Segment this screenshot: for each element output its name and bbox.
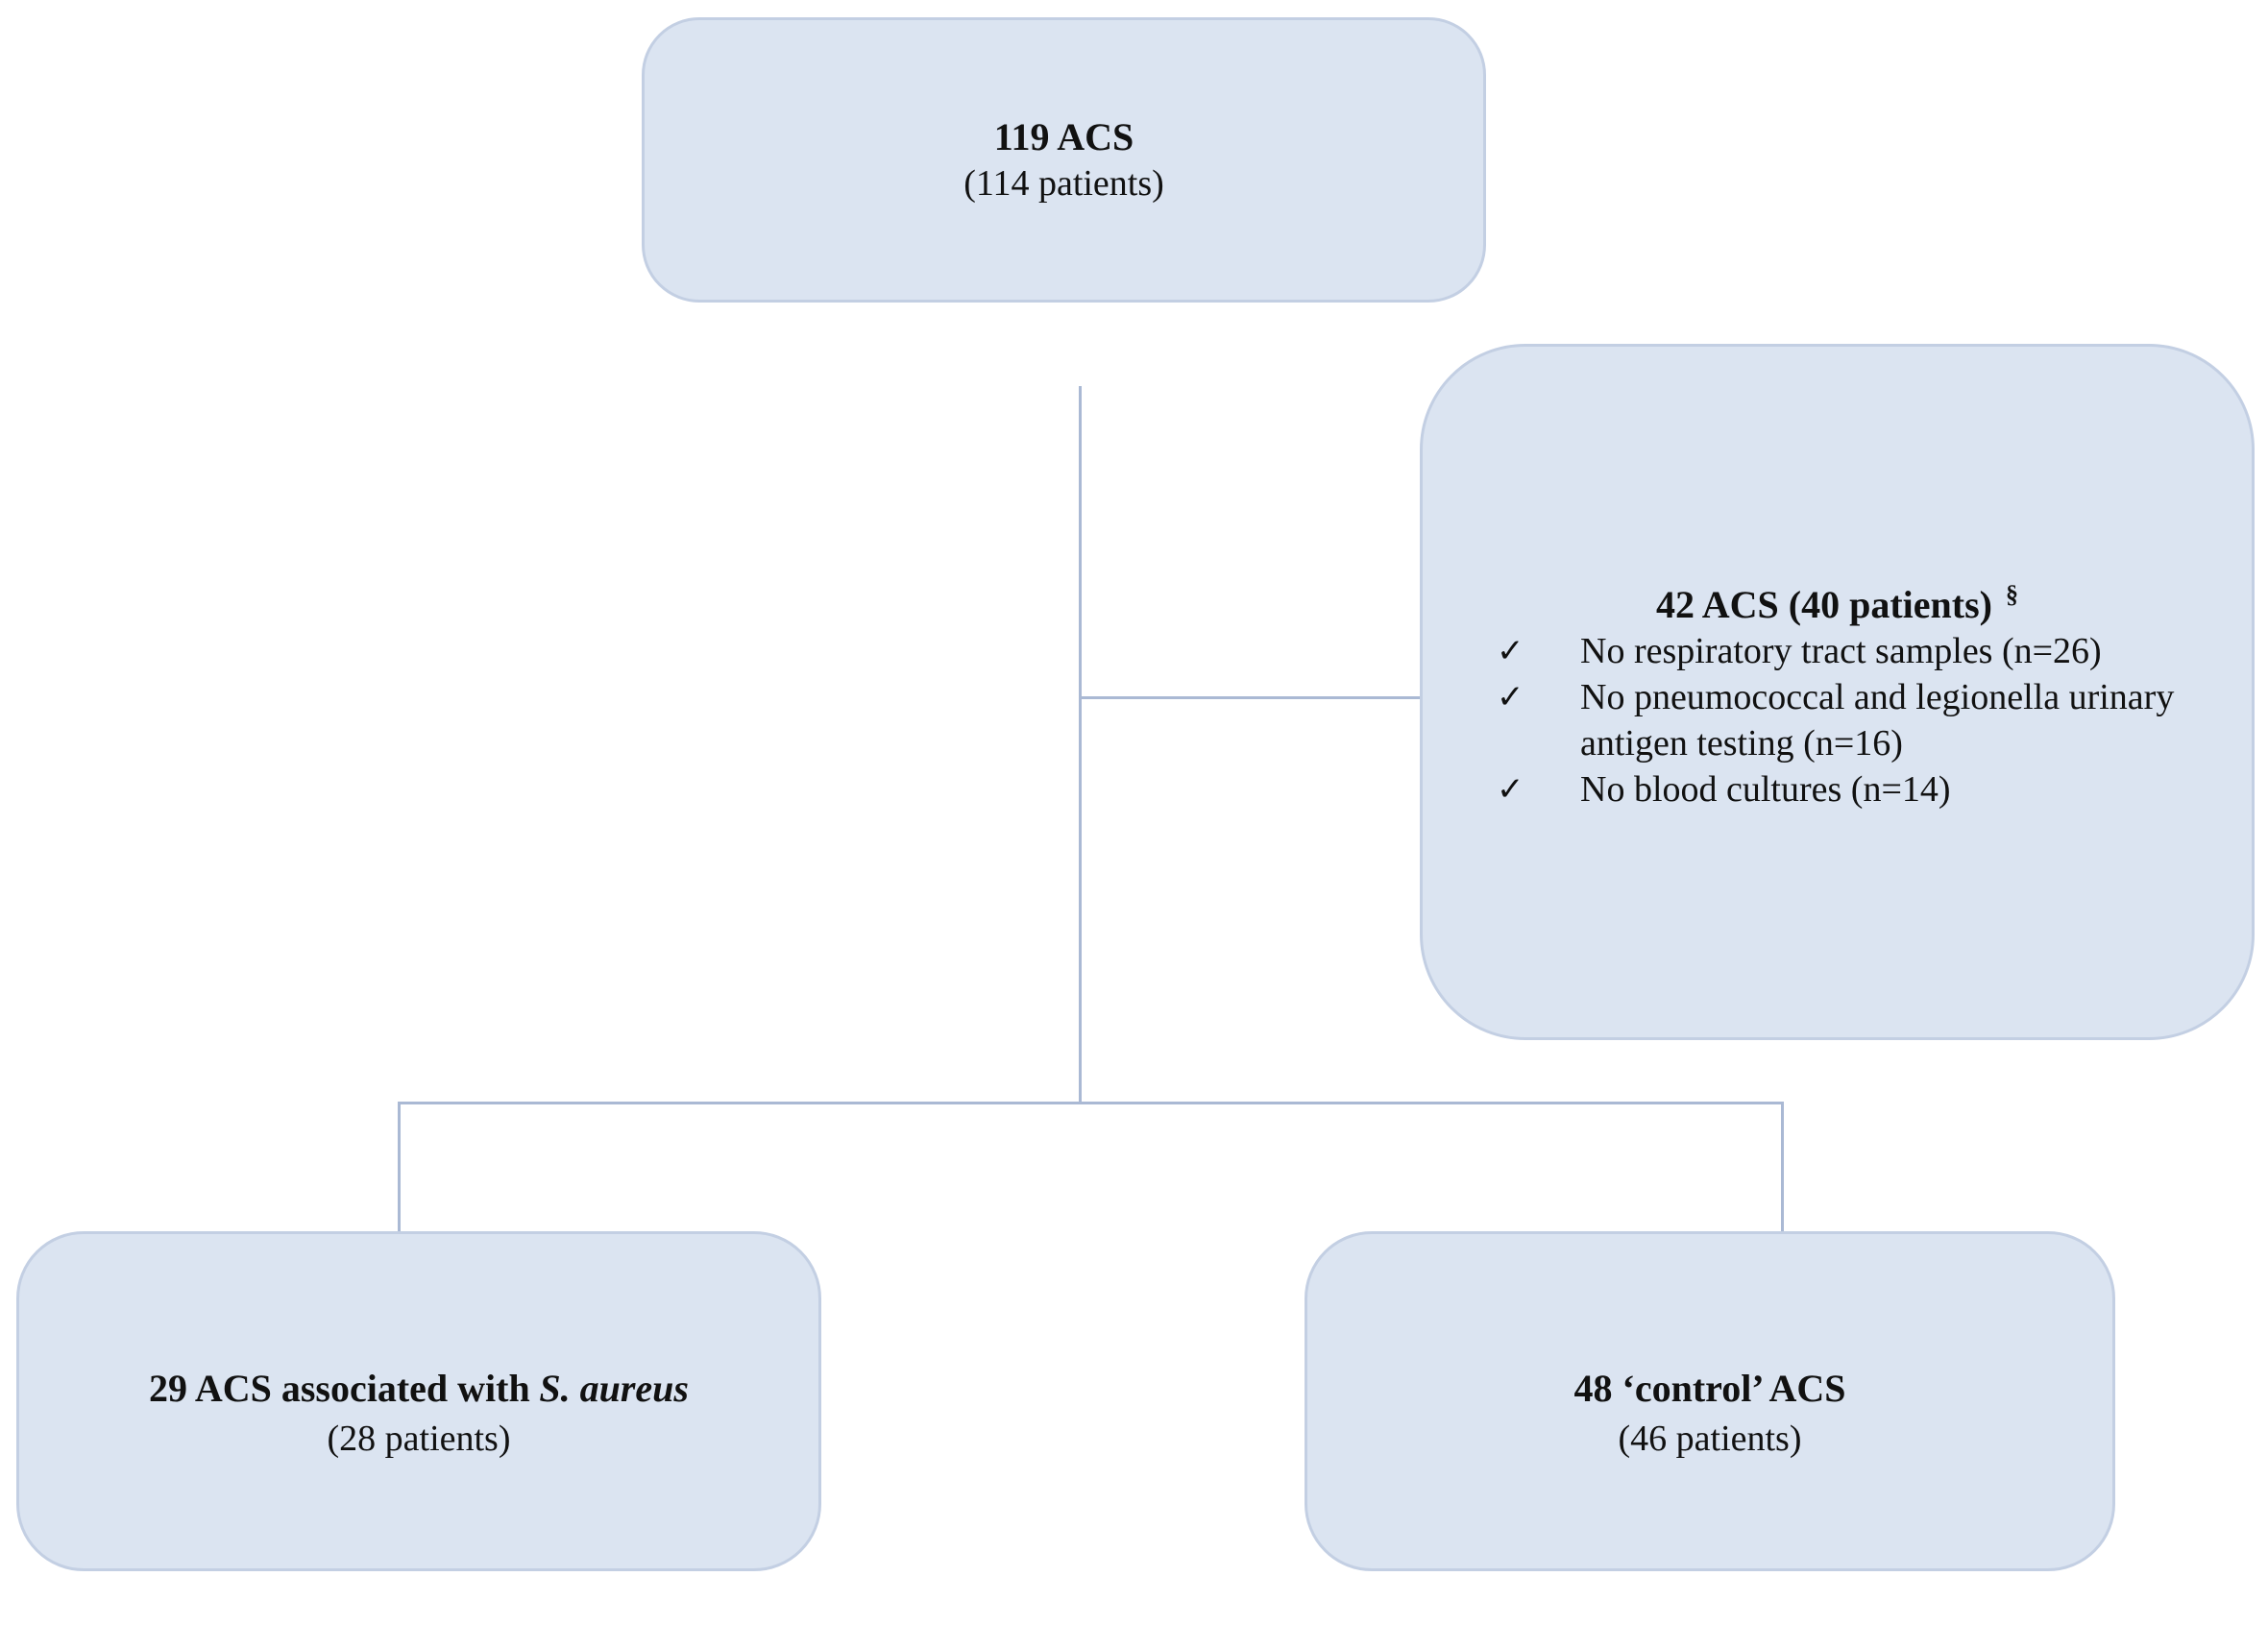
- total-acs-count: 119 ACS: [993, 114, 1134, 158]
- connector-horizontal-rail: [398, 1102, 1784, 1104]
- connector-stub-left: [398, 1102, 401, 1233]
- exclusion-item: ✓ No blood cultures (n=14): [1423, 766, 2252, 812]
- exclusion-item-label: No blood cultures (n=14): [1580, 769, 1951, 810]
- staph-patient-count: (28 patients): [327, 1419, 511, 1459]
- checkmark-icon: ✓: [1497, 632, 1524, 670]
- node-total-acs: 119 ACS (114 patients): [642, 17, 1486, 303]
- staph-species-name: S. aureus: [539, 1367, 689, 1410]
- exclusions-count: 42 ACS (40 patients): [1655, 583, 1993, 626]
- control-patient-count: (46 patients): [1618, 1419, 1802, 1459]
- control-acs-count: 48 ‘control’ ACS: [1573, 1367, 1846, 1410]
- exclusion-item: ✓ No pneumococcal and legionella urinary…: [1423, 674, 2252, 766]
- exclusion-item-label: No respiratory tract samples (n=26): [1580, 631, 2102, 671]
- connector-branch-to-exclusions: [1079, 696, 1423, 699]
- exclusion-item: ✓ No respiratory tract samples (n=26): [1423, 628, 2252, 674]
- total-patient-count: (114 patients): [963, 162, 1164, 204]
- section-mark: §: [2006, 580, 2019, 608]
- exclusions-content: 42 ACS (40 patients) § ✓ No respiratory t…: [1423, 571, 2252, 812]
- exclusion-item-label: No pneumococcal and legionella urinary a…: [1580, 677, 2175, 764]
- node-control-acs: 48 ‘control’ ACS (46 patients): [1305, 1231, 2115, 1571]
- connector-vertical-main: [1079, 386, 1082, 1104]
- connector-stub-right: [1781, 1102, 1784, 1233]
- node-exclusions: 42 ACS (40 patients) § ✓ No respiratory t…: [1420, 344, 2255, 1040]
- checkmark-icon: ✓: [1497, 770, 1524, 809]
- staph-acs-label: 29 ACS associated with: [149, 1367, 530, 1410]
- exclusions-heading: 42 ACS (40 patients) §: [1423, 571, 2252, 628]
- checkmark-icon: ✓: [1497, 678, 1524, 716]
